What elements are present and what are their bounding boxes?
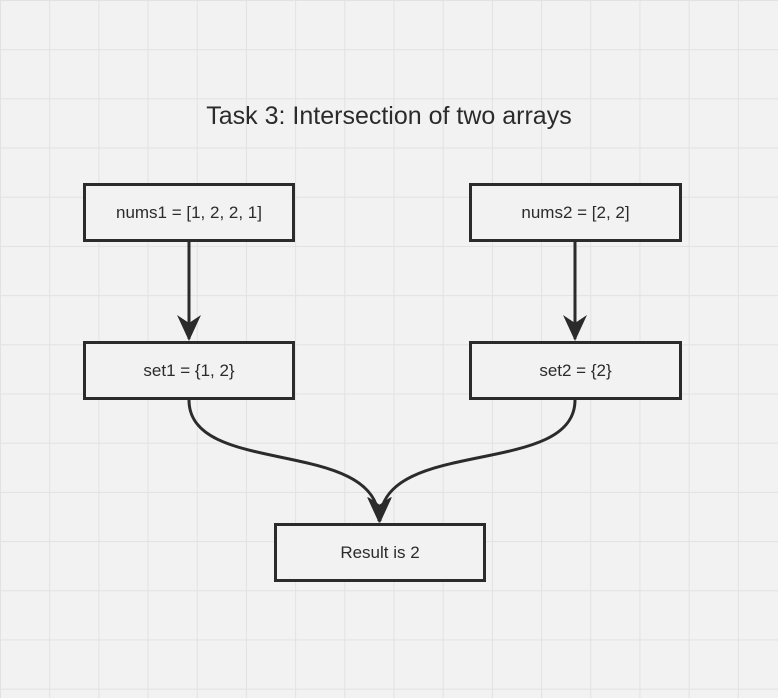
node-set1[interactable]: set1 = {1, 2} (83, 341, 295, 400)
node-result[interactable]: Result is 2 (274, 523, 486, 582)
node-nums1[interactable]: nums1 = [1, 2, 2, 1] (83, 183, 295, 242)
node-nums1-label: nums1 = [1, 2, 2, 1] (115, 202, 262, 222)
diagram-title: Task 3: Intersection of two arrays (206, 102, 572, 130)
node-nums2[interactable]: nums2 = [2, 2] (469, 183, 682, 242)
node-set2[interactable]: set2 = {2} (469, 341, 682, 400)
edge-set2-to-result (368, 399, 577, 523)
node-result-label: Result is 2 (340, 542, 420, 562)
edge-set1-to-result (187, 399, 391, 523)
node-set1-label: set1 = {1, 2} (143, 360, 235, 380)
node-nums2-label: nums2 = [2, 2] (521, 202, 630, 222)
node-set2-label: set2 = {2} (539, 360, 612, 380)
